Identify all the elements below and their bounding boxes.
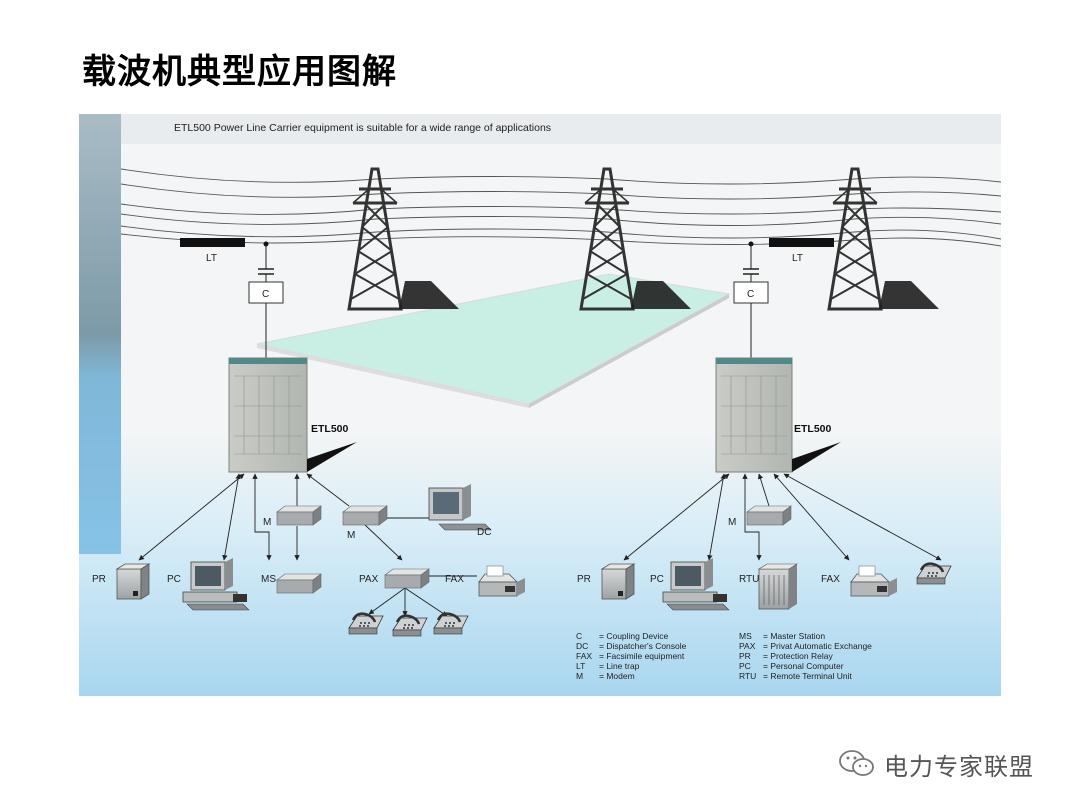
power-lines [120,168,1001,247]
side-bar [79,114,121,554]
left-ms-icon [276,573,322,594]
right-rtu-label: RTU [739,574,759,585]
right-pr-icon [601,563,635,600]
left-modem-1-label: M [263,517,271,528]
left-coupling-label: C [262,289,269,300]
left-pr-icon [116,563,150,600]
diagram-caption: ETL500 Power Line Carrier equipment is s… [174,122,551,134]
legend-abbr: C [576,631,582,641]
legend-abbr: PC [739,661,751,671]
left-pc-label: PC [167,574,181,585]
right-etl500-label: ETL500 [794,423,832,435]
left-fax-label: FAX [445,574,464,585]
right-fax-label: FAX [821,574,840,585]
legend-abbr: PR [739,651,751,661]
legend-abbr: PAX [739,641,756,651]
right-etl500-cabinet [715,357,841,473]
watermark-text: 电力专家联盟 [884,752,1034,781]
legend-abbr: DC [576,641,588,651]
left-station: LT C ETL500 [92,238,526,638]
legend-abbr: FAX [576,651,592,661]
right-lt-label: LT [792,253,803,264]
legend-desc: = Facsimile equipment [599,651,685,661]
left-modem-2-label: M [347,530,355,541]
left-pax-icon [384,568,430,589]
legend-desc: = Line trap [599,661,640,671]
left-etl500-cabinet [228,357,357,473]
application-diagram: ETL500 Power Line Carrier equipment is s… [79,114,1001,696]
right-modem [746,505,792,526]
right-station: LT C ETL500 [577,238,953,611]
rtu-icon [757,563,799,610]
legend-abbr: RTU [739,671,756,681]
legend-desc: = Personal Computer [763,661,844,671]
legend-abbr: LT [576,661,585,671]
legend-desc: = Coupling Device [599,631,668,641]
legend-desc: = Master Station [763,631,825,641]
slide-title: 载波机典型应用图解 [82,52,397,92]
legend-desc: = Modem [599,671,635,681]
left-lt-label: LT [206,253,217,264]
dispatcher-console-icon [428,484,492,531]
wechat-icon [839,750,874,776]
legend-desc: = Dispatcher's Console [599,641,687,651]
legend: C = Coupling Device DC = Dispatcher's Co… [576,631,872,681]
right-coupling-label: C [747,289,754,300]
left-dc-label: DC [477,527,491,538]
legend-desc: = Protection Relay [763,651,833,661]
legend-abbr: M [576,671,583,681]
right-line-trap [769,238,834,247]
right-pr-label: PR [577,574,591,585]
legend-desc: = Privat Automatic Exchange [763,641,872,651]
right-modem-label: M [728,517,736,528]
left-modem-1 [276,505,322,526]
legend-abbr: MS [739,631,752,641]
left-modem-2 [342,505,388,526]
watermark: 电力专家联盟 [838,744,1034,784]
left-pr-label: PR [92,574,106,585]
legend-desc: = Remote Terminal Unit [763,671,853,681]
right-pc-label: PC [650,574,664,585]
left-ms-label: MS [261,574,276,585]
left-line-trap [180,238,245,247]
left-pax-label: PAX [359,574,379,585]
left-etl500-label: ETL500 [311,423,349,435]
